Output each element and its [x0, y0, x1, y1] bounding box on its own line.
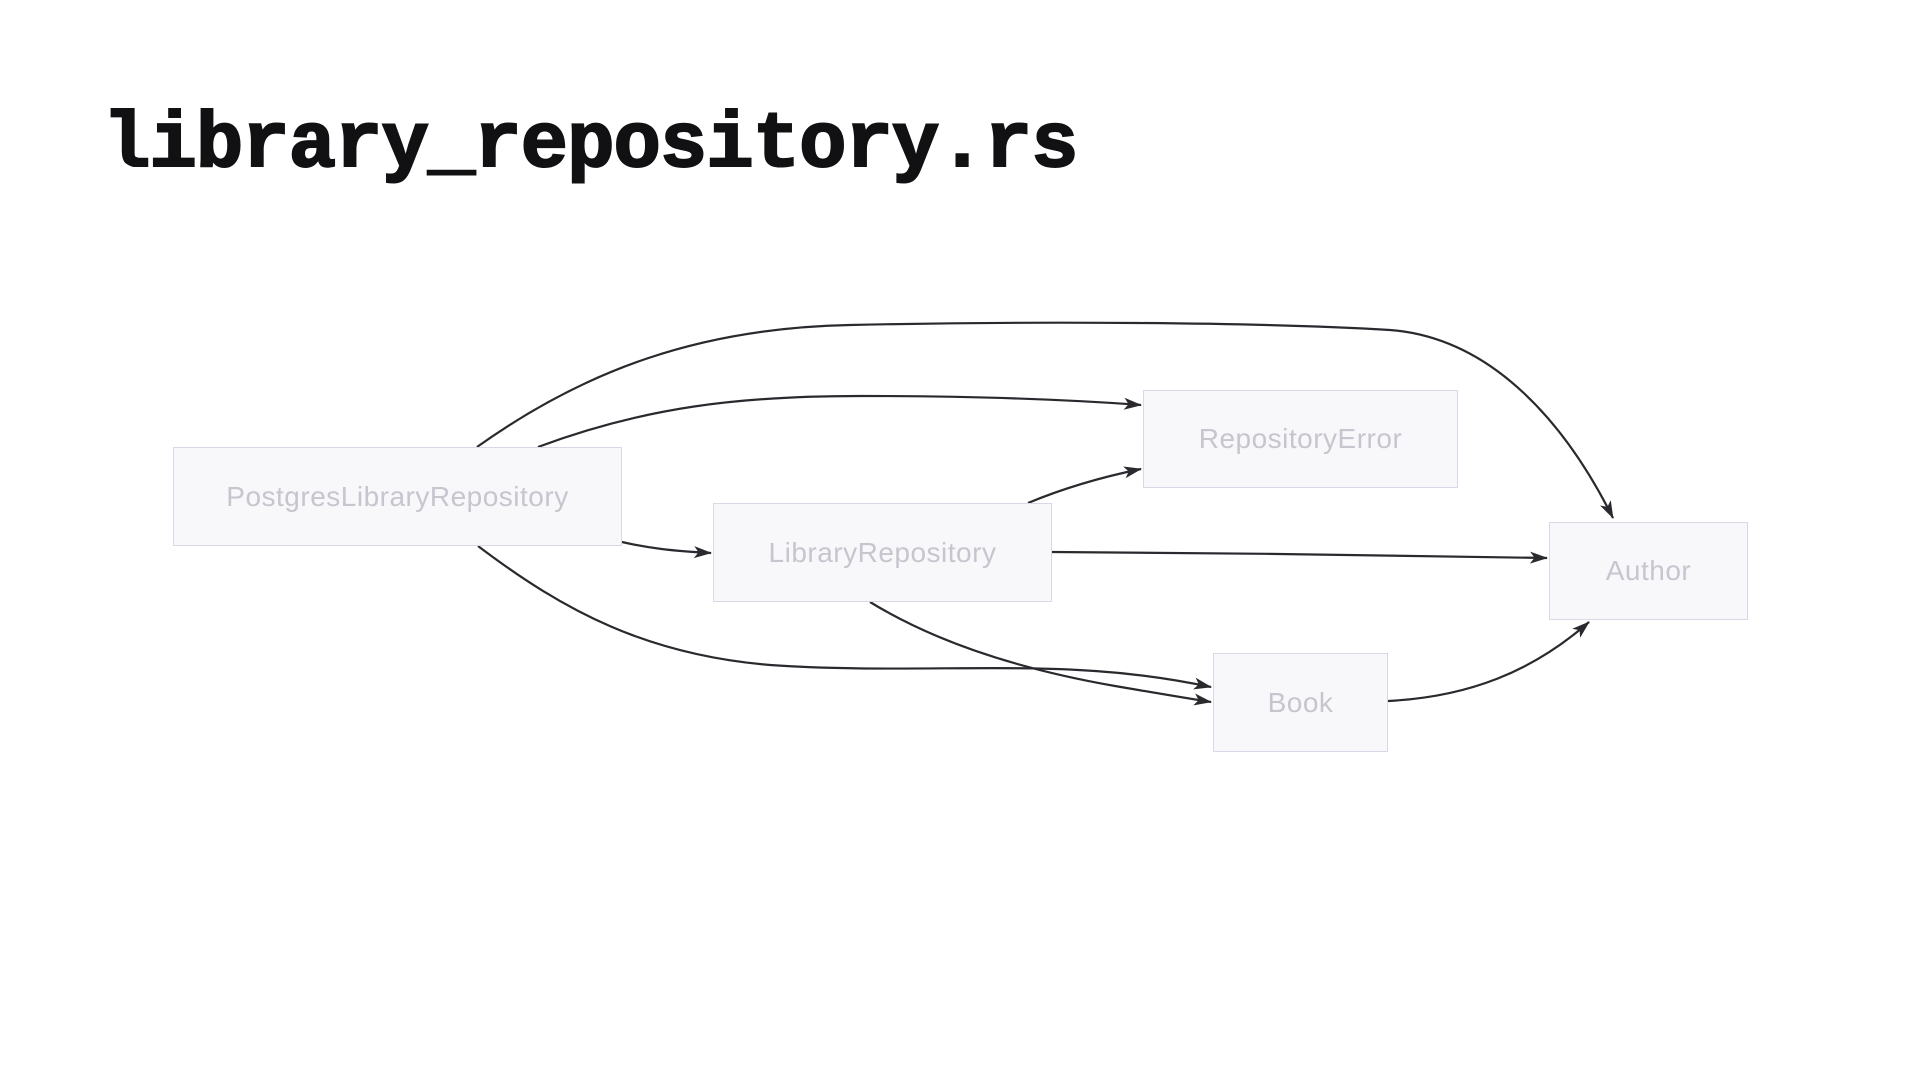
edge-book-to-author [1387, 621, 1590, 703]
node-author[interactable]: Author [1549, 522, 1748, 620]
edge-libraryrepository-to-author [1051, 550, 1548, 564]
edge-libraryrepository-to-repositoryerror [1027, 466, 1142, 505]
file-title: library_repository.rs [102, 100, 1080, 190]
node-library-repository[interactable]: LibraryRepository [713, 503, 1052, 602]
node-label: LibraryRepository [768, 536, 997, 568]
edge-postgreslibraryrepository-to-libraryrepository [621, 540, 712, 559]
edge-postgreslibraryrepository-to-book [477, 545, 1212, 690]
node-repository-error[interactable]: RepositoryError [1143, 390, 1458, 488]
node-label: RepositoryError [1198, 423, 1403, 454]
edge-postgreslibraryrepository-to-repositoryerror [537, 394, 1142, 449]
edge-libraryrepository-to-book [869, 601, 1212, 706]
node-book[interactable]: Book [1213, 653, 1388, 752]
node-postgres-library-repository[interactable]: PostgresLibraryRepository [173, 447, 622, 546]
node-label: Book [1267, 686, 1334, 718]
node-label: PostgresLibraryRepository [226, 480, 569, 512]
edge-postgreslibraryrepository-to-author [476, 321, 1614, 519]
node-label: Author [1605, 555, 1692, 586]
